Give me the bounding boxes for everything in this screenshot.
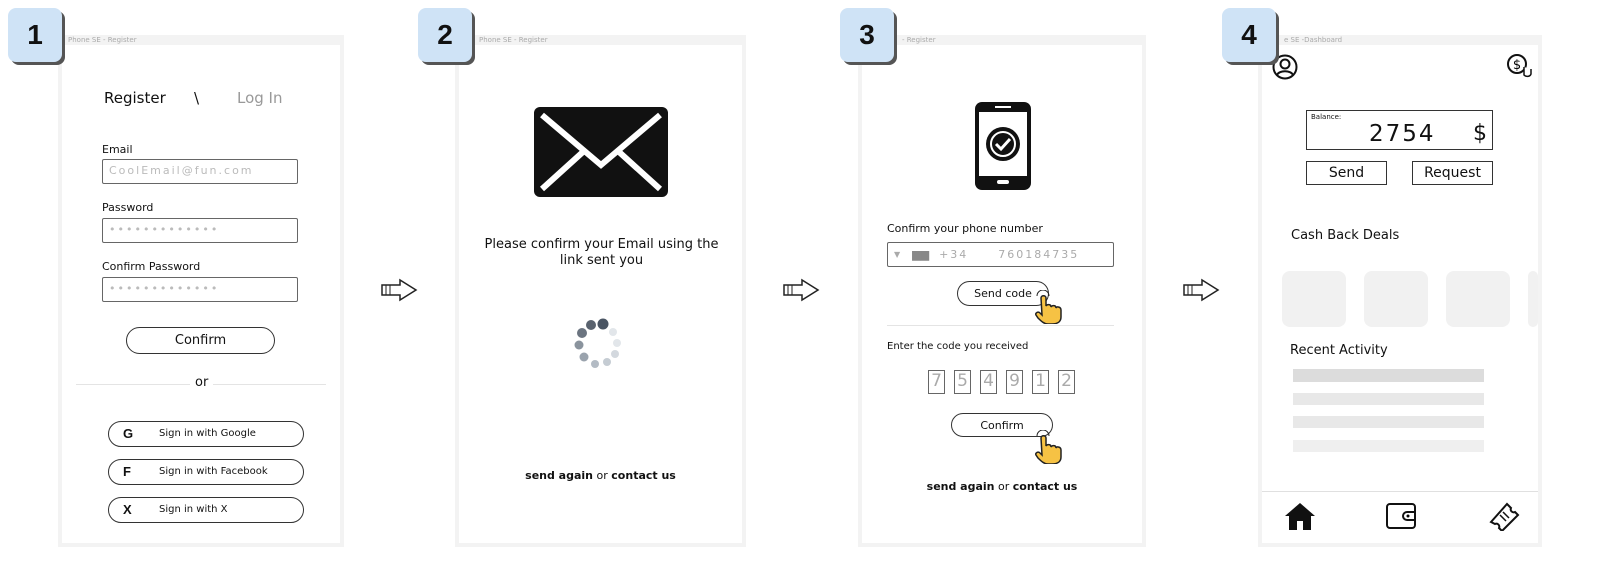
code-digit[interactable]: 5 — [954, 370, 971, 394]
send-again-link[interactable]: send again — [926, 480, 995, 493]
code-digit[interactable]: 2 — [1058, 370, 1075, 394]
confirm-password-label: Confirm Password — [102, 260, 201, 273]
email-field[interactable]: CoolEmail@fun.com — [102, 159, 298, 184]
loading-spinner-icon — [574, 318, 621, 368]
deal-card[interactable] — [1364, 271, 1428, 327]
envelope-icon — [534, 107, 668, 197]
svg-text:$: $ — [1513, 58, 1521, 73]
google-icon: G — [123, 426, 134, 441]
x-label: Sign in with X — [159, 504, 228, 515]
profile-icon[interactable] — [1272, 54, 1298, 80]
code-digit[interactable]: 1 — [1032, 370, 1049, 394]
tab-register[interactable]: Register — [104, 89, 166, 107]
send-again-link[interactable]: send again — [525, 469, 594, 482]
phone-label: Confirm your phone number — [887, 222, 1043, 235]
pointer-hand-icon — [1035, 430, 1062, 464]
facebook-signin-button[interactable]: F Sign in with Facebook — [108, 459, 304, 485]
facebook-icon: F — [123, 464, 131, 479]
confirm-button[interactable]: Confirm — [126, 327, 275, 354]
deal-card[interactable] — [1282, 271, 1346, 327]
activity-item[interactable] — [1293, 440, 1484, 452]
password-field[interactable]: ••••••••••••• — [102, 218, 298, 243]
send-button[interactable]: Send — [1306, 161, 1387, 185]
balance-label: Balance: — [1311, 113, 1342, 121]
step-badge-2: 2 — [418, 8, 472, 62]
recent-activity-title: Recent Activity — [1290, 343, 1388, 358]
wallet-icon[interactable] — [1386, 503, 1416, 529]
confirm-email-message: Please confirm your Email using the link… — [484, 237, 719, 268]
or-label: or — [190, 375, 214, 390]
divider — [887, 325, 1114, 326]
frame-caption: - Register — [902, 36, 936, 44]
cash-back-title: Cash Back Deals — [1291, 228, 1400, 243]
request-button[interactable]: Request — [1412, 161, 1493, 185]
arrow-right-icon — [783, 278, 820, 302]
resend-links: send again or contact us — [459, 469, 742, 482]
frame-caption: Phone SE - Register — [68, 36, 137, 44]
code-digit[interactable]: 7 — [928, 370, 945, 394]
phone-check-icon — [975, 102, 1031, 190]
phone-number: 760184735 — [998, 248, 1080, 261]
nav-divider — [1262, 491, 1538, 492]
password-label: Password — [102, 201, 154, 214]
code-digit[interactable]: 9 — [1006, 370, 1023, 394]
step-badge-3: 3 — [840, 8, 894, 62]
activity-item[interactable] — [1293, 369, 1484, 382]
currency-symbol: $ — [1473, 121, 1487, 146]
arrow-right-icon — [381, 278, 418, 302]
frame-caption: Phone SE - Register — [479, 36, 548, 44]
confirm-button[interactable]: Confirm — [951, 413, 1053, 437]
or-text: or — [596, 469, 608, 482]
or-text: or — [998, 480, 1010, 493]
resend-links: send again or contact us — [862, 480, 1142, 493]
frame-caption: e SE -Dashboard — [1284, 36, 1343, 44]
ticket-icon[interactable] — [1488, 501, 1520, 531]
facebook-label: Sign in with Facebook — [159, 466, 268, 477]
code-label: Enter the code you received — [887, 341, 1029, 352]
home-icon[interactable] — [1284, 501, 1316, 531]
contact-us-link[interactable]: contact us — [1012, 480, 1078, 493]
code-digit[interactable]: 4 — [980, 370, 997, 394]
flag-icon: ▆▆ — [912, 248, 930, 261]
screen-dashboard: e SE -Dashboard $ Balance: 2754 $ Send R… — [1258, 35, 1542, 547]
balance-box: Balance: 2754 $ — [1306, 110, 1493, 150]
x-icon: X — [123, 502, 132, 517]
activity-item[interactable] — [1293, 393, 1484, 405]
email-label: Email — [102, 143, 133, 156]
confirm-password-field[interactable]: ••••••••••••• — [102, 277, 298, 302]
google-label: Sign in with Google — [159, 428, 256, 439]
activity-item[interactable] — [1293, 416, 1484, 428]
google-signin-button[interactable]: G Sign in with Google — [108, 421, 304, 447]
step-badge-4: 4 — [1222, 8, 1276, 62]
tab-separator: \ — [194, 89, 200, 107]
send-code-button[interactable]: Send code — [957, 281, 1049, 306]
country-code: +34 — [939, 248, 969, 261]
money-transfer-icon[interactable]: $ — [1506, 53, 1534, 81]
balance-value: 2754 — [1369, 121, 1436, 147]
tab-login[interactable]: Log In — [237, 89, 283, 107]
contact-us-link[interactable]: contact us — [611, 469, 676, 482]
dropdown-arrow-icon[interactable]: ▼ — [894, 250, 903, 259]
phone-field[interactable]: ▼ ▆▆ +34 760184735 — [887, 242, 1114, 267]
screen-email-confirm: Phone SE - Register Please confirm your … — [455, 35, 746, 547]
step-badge-1: 1 — [8, 8, 62, 62]
deal-card[interactable] — [1446, 271, 1510, 327]
arrow-right-icon — [1183, 278, 1220, 302]
x-signin-button[interactable]: X Sign in with X — [108, 497, 304, 523]
screen-phone-confirm: - Register Confirm your phone number ▼ ▆▆… — [858, 35, 1146, 547]
screen-register: Phone SE - Register Register \ Log In Em… — [58, 35, 344, 547]
deal-card[interactable] — [1528, 271, 1538, 327]
pointer-hand-icon — [1035, 290, 1062, 324]
